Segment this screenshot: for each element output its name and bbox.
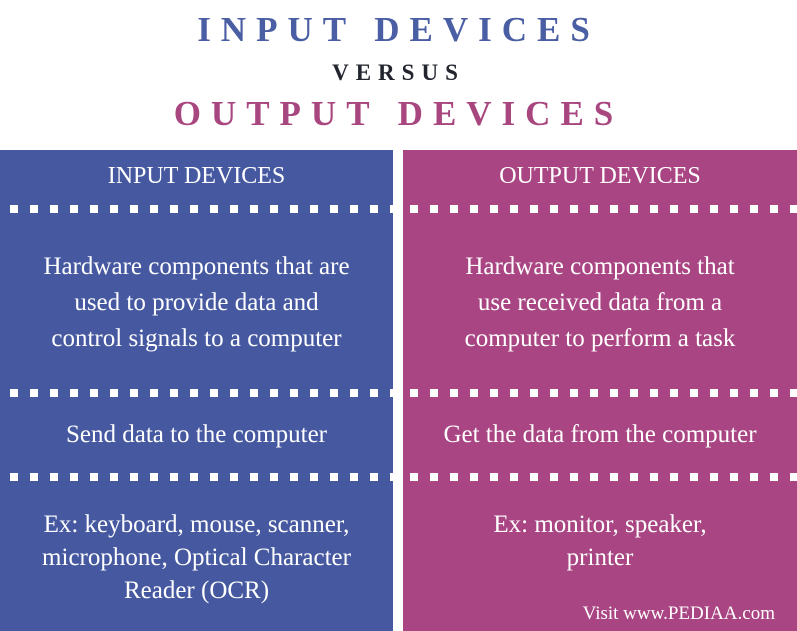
examples-cell: Ex: keyboard, mouse, scanner, microphone…: [42, 511, 351, 604]
column-header: OUTPUT DEVICES: [499, 162, 701, 189]
function-cell: Send data to the computer: [65, 421, 328, 448]
examples-cell: Ex: monitor, speaker, printer: [493, 511, 707, 571]
dotted-divider: [0, 205, 797, 213]
dotted-divider: [0, 473, 797, 481]
column-header: INPUT DEVICES: [107, 162, 286, 189]
title-versus: VERSUS: [332, 60, 465, 85]
title-output-devices: OUTPUT DEVICES: [173, 94, 624, 133]
dotted-divider: [0, 389, 797, 397]
pediaa-credit: Visit www.PEDIAA.com: [582, 603, 775, 624]
definition-cell: Hardware components that use received da…: [464, 253, 736, 352]
function-cell: Get the data from the computer: [443, 421, 757, 448]
definition-cell: Hardware components that are used to pro…: [43, 253, 350, 352]
title-input-devices: INPUT DEVICES: [197, 10, 600, 49]
